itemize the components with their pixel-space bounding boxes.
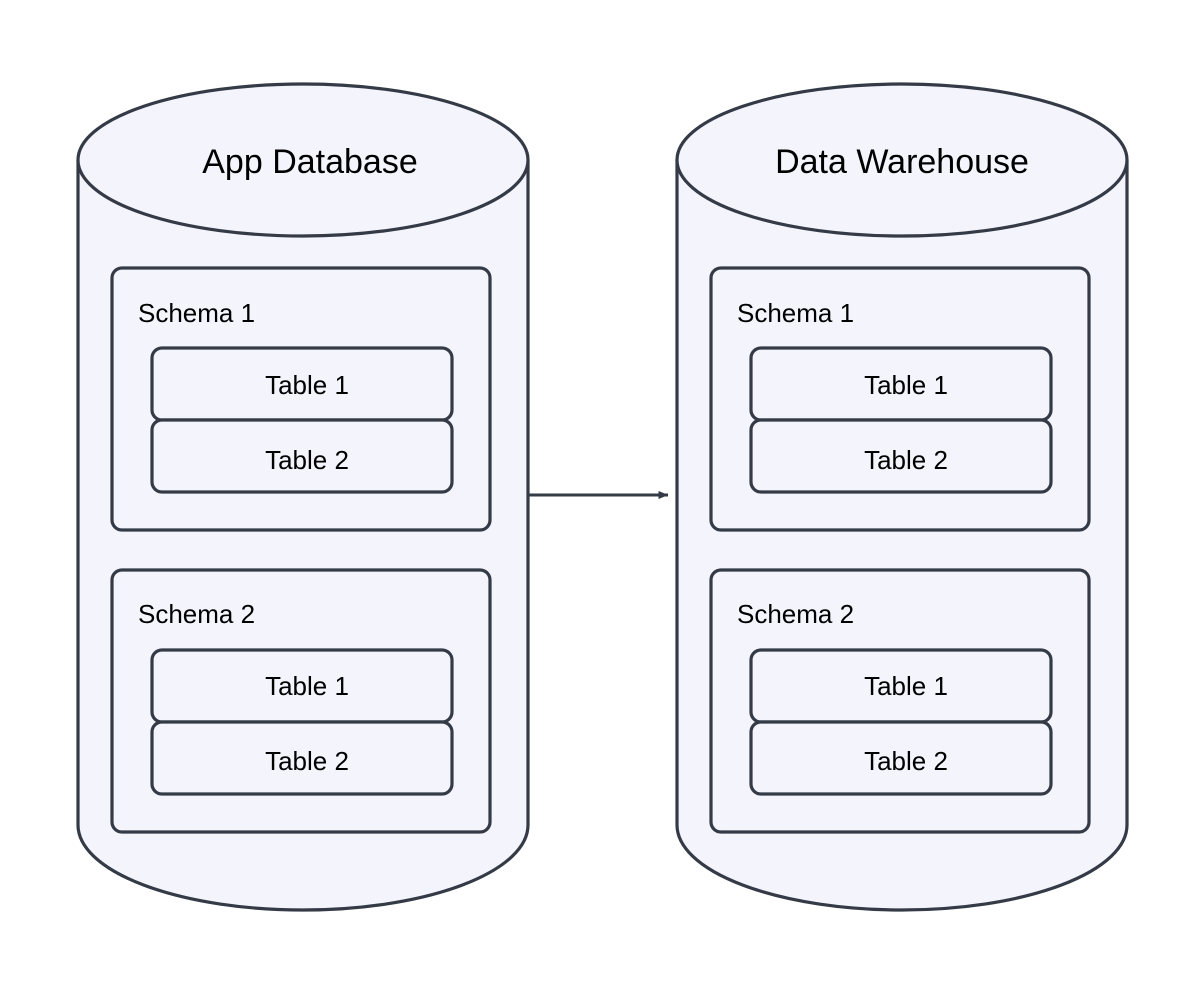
table-label: Table 2: [265, 445, 349, 475]
table-label: Table 1: [864, 671, 948, 701]
schema-label: Schema 2: [737, 599, 854, 629]
cylinder-top-ellipse: [76, 82, 530, 238]
table-label: Table 2: [265, 746, 349, 776]
schema-label: Schema 1: [138, 298, 255, 328]
table-label: Table 1: [265, 370, 349, 400]
table-box[interactable]: [150, 720, 454, 796]
table-label: Table 2: [864, 445, 948, 475]
schema-group-data-warehouse-schema-2[interactable]: Schema 2 Table 1 Table 2: [709, 568, 1091, 834]
database-cylinder-app-database[interactable]: App Database Schema 1 Table 1 Table 2 Sc…: [76, 82, 530, 912]
table-label: Table 2: [864, 746, 948, 776]
schema-label: Schema 2: [138, 599, 255, 629]
table-label: Table 1: [265, 671, 349, 701]
database-cylinder-data-warehouse[interactable]: Data Warehouse Schema 1 Table 1 Table 2 …: [675, 82, 1129, 912]
table-label: Table 1: [864, 370, 948, 400]
schema-group-app-database-schema-2[interactable]: Schema 2 Table 1 Table 2: [110, 568, 492, 834]
database-title: App Database: [202, 143, 418, 181]
schema-label: Schema 1: [737, 298, 854, 328]
schema-group-data-warehouse-schema-1[interactable]: Schema 1 Table 1 Table 2: [709, 266, 1091, 532]
table-box[interactable]: [749, 418, 1053, 494]
schema-group-app-database-schema-1[interactable]: Schema 1 Table 1 Table 2: [110, 266, 492, 532]
database-title: Data Warehouse: [775, 143, 1029, 181]
table-box[interactable]: [749, 720, 1053, 796]
cylinder-top-ellipse: [675, 82, 1129, 238]
table-box[interactable]: [150, 418, 454, 494]
